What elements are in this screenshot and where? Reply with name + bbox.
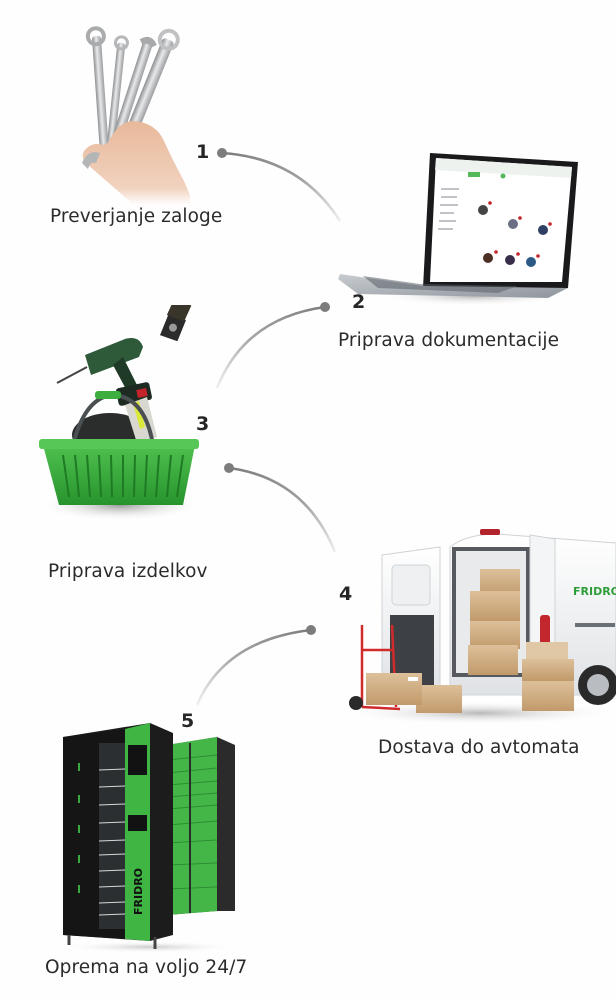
step-number-4: 4 xyxy=(339,583,353,605)
connector-4-5 xyxy=(195,625,316,706)
connector-dot-icon xyxy=(306,625,316,635)
connector-dot-icon xyxy=(224,463,234,473)
vending-machines-image: FRIDRO xyxy=(60,723,240,953)
step-number-1: 1 xyxy=(196,141,210,163)
connector-dot-icon xyxy=(217,148,227,158)
connector-2-3 xyxy=(215,302,330,389)
step-number-2: 2 xyxy=(352,291,366,313)
machine-logo: FRIDRO xyxy=(132,868,145,915)
van-logo: FRIDRO xyxy=(573,585,616,598)
connector-dot-icon xyxy=(320,302,330,312)
delivery-van-image: FRIDRO xyxy=(340,529,616,725)
step-label-1: Preverjanje zaloge xyxy=(50,206,223,227)
step-label-4: Dostava do avtomata xyxy=(378,737,580,758)
step-label-3: Priprava izdelkov xyxy=(48,561,208,582)
hand-wrenches-image xyxy=(82,26,190,205)
step-number-5: 5 xyxy=(181,710,195,732)
step-label-2: Priprava dokumentacije xyxy=(338,330,560,351)
step-number-3: 3 xyxy=(196,413,210,435)
connector-1-2 xyxy=(217,148,342,222)
connector-3-4 xyxy=(224,463,337,553)
step-label-5: Oprema na voljo 24/7 xyxy=(45,957,248,978)
laptop-image xyxy=(338,153,578,306)
basket-tools-image xyxy=(38,305,202,521)
